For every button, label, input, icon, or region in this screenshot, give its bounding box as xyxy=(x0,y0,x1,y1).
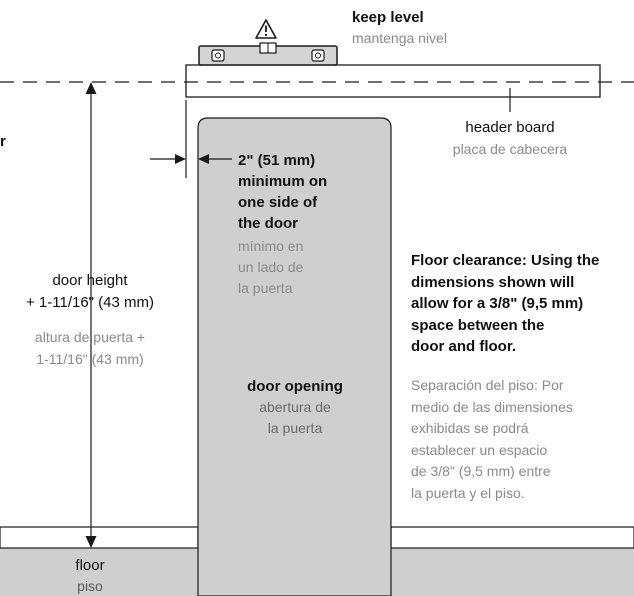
door-height-label-es: altura de puerta + 1-11/16" (43 mm) xyxy=(34,329,146,367)
header-board-label: header board xyxy=(465,119,555,136)
floor-clearance-note: Floor clearance: Using the dimensions sh… xyxy=(411,252,600,355)
wall-base-right xyxy=(390,526,634,549)
door-height-label: door height + 1-11/16" (43 mm) xyxy=(25,272,154,311)
door-height-arrow-bottom xyxy=(85,536,97,548)
door-opening-label-es: abertura de la puerta xyxy=(259,399,331,436)
floor-label-es: piso xyxy=(77,578,103,594)
wall-base-left xyxy=(0,526,199,549)
header-board xyxy=(185,64,601,98)
door-opening-label: door opening xyxy=(247,378,343,395)
spirit-level-icon xyxy=(198,42,338,66)
left-edge-fragment: r xyxy=(0,133,6,150)
warning-triangle-icon xyxy=(255,19,277,39)
keep-level-label: keep level xyxy=(352,9,424,26)
door-opening xyxy=(197,117,392,596)
side-clearance-label: 2" (51 mm) minimum on one side of the do… xyxy=(238,152,328,232)
side-clearance-arrow-left xyxy=(175,154,186,164)
floor-clearance-note-es: Separación del piso: Por medio de las di… xyxy=(411,377,573,501)
header-board-label-es: placa de cabecera xyxy=(452,141,568,157)
floor-label: floor xyxy=(75,557,105,574)
door-height-arrow-top xyxy=(85,82,97,94)
side-clearance-arrow-right xyxy=(198,154,209,164)
keep-level-label-es: mantenga nivel xyxy=(352,30,447,46)
side-clearance-label-es: mínimo en un lado de la puerta xyxy=(238,238,304,296)
